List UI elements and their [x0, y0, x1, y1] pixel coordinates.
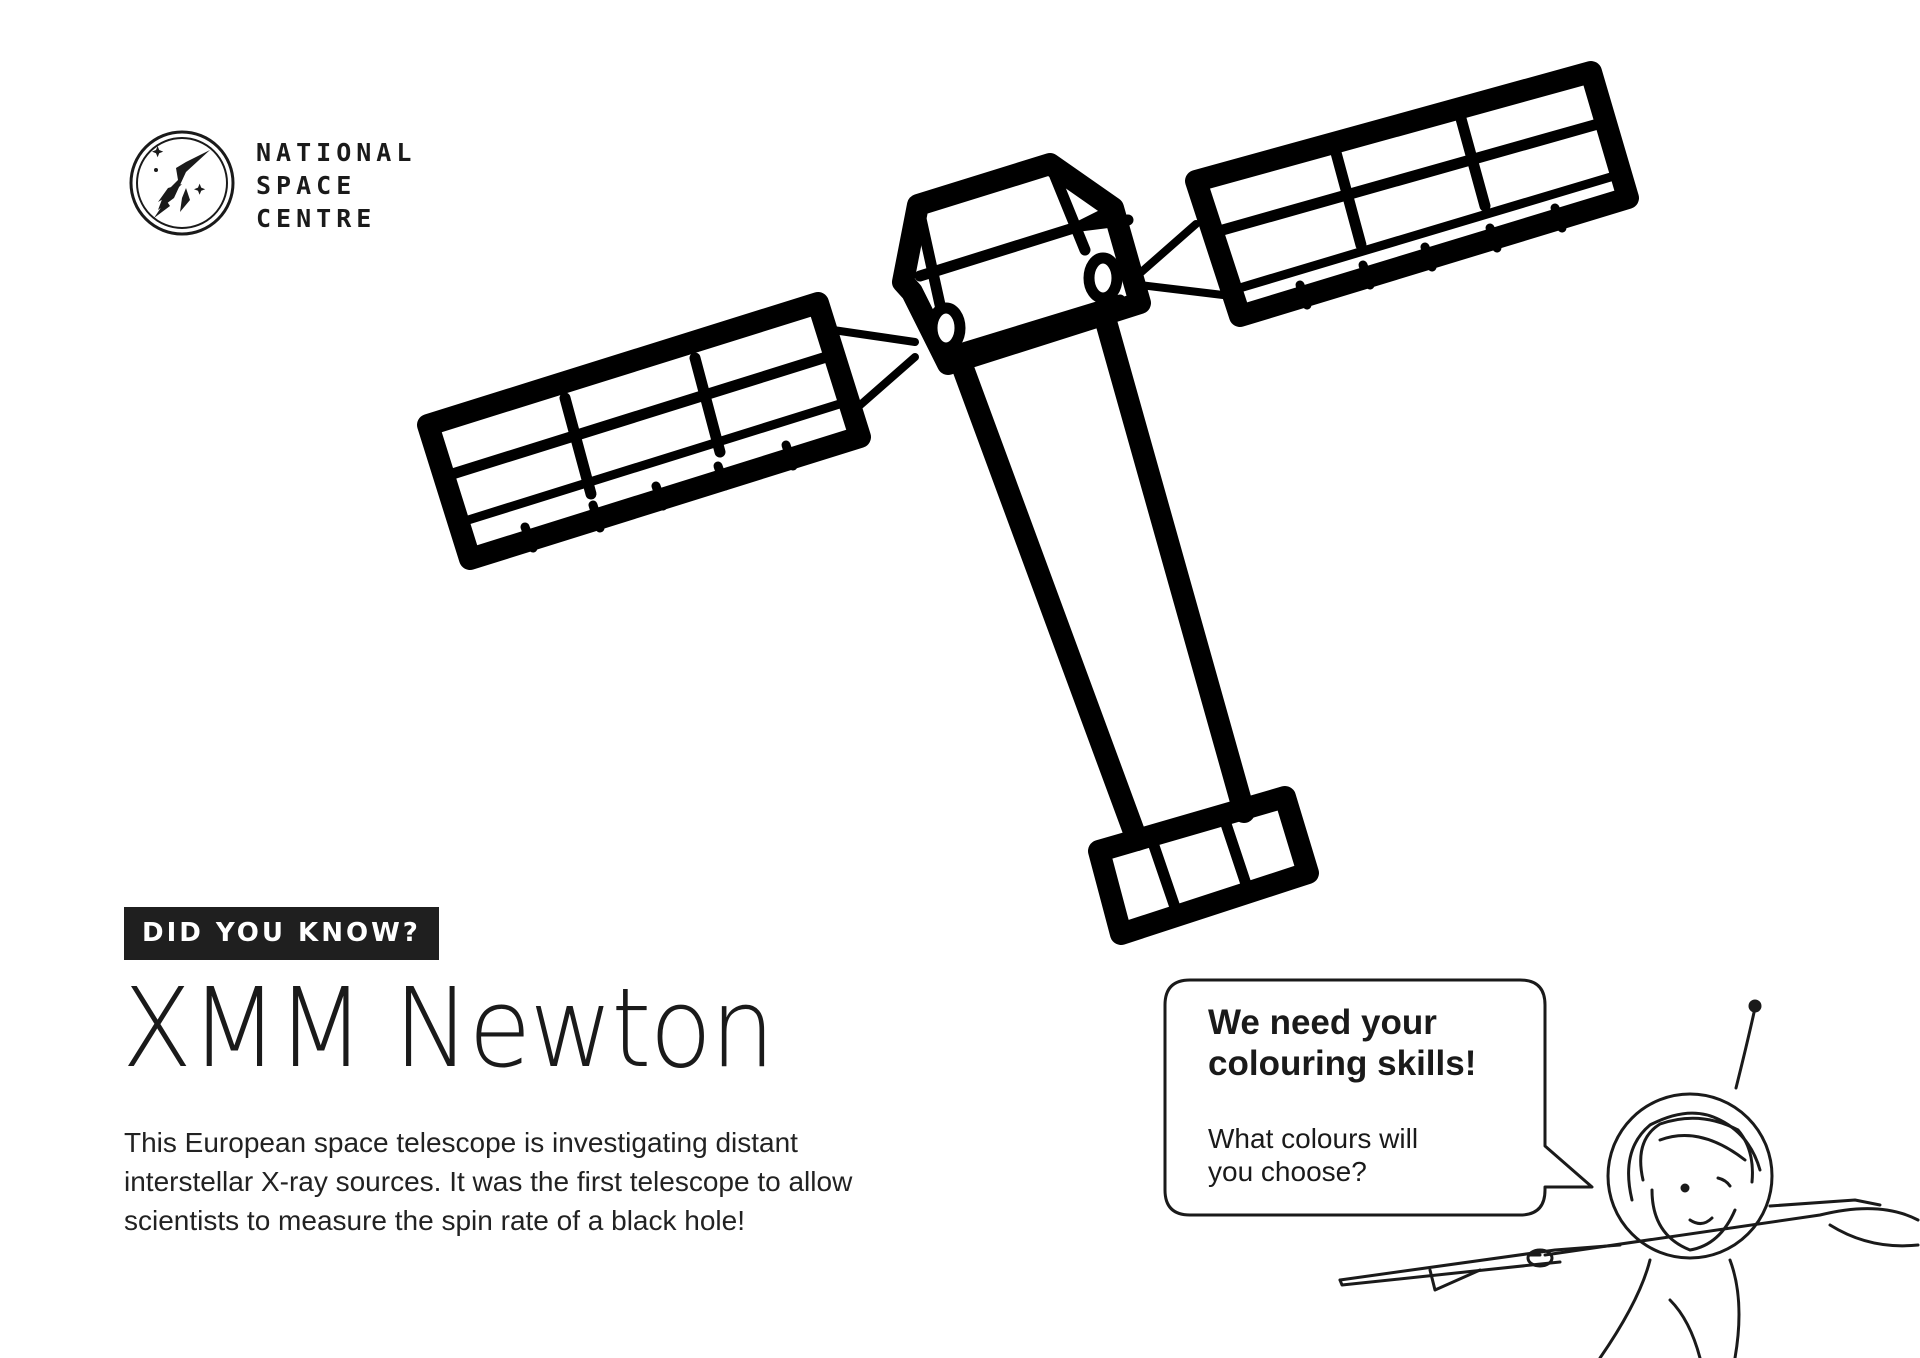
- bubble-subtext: What colours will you choose?: [1208, 1123, 1419, 1187]
- astronaut-illustration: [1338, 999, 1920, 1358]
- logo-line-1: NATIONAL: [256, 138, 417, 167]
- satellite-body: [892, 153, 1151, 375]
- right-solar-panel: [1185, 61, 1639, 327]
- logo-line-3: CENTRE: [256, 204, 377, 233]
- speech-bubble: [1163, 978, 1594, 1217]
- bubble-heading: We need your colouring skills!: [1208, 1003, 1477, 1083]
- logo-wordmark: NATIONAL SPACE CENTRE: [256, 136, 416, 235]
- telescope-base: [1088, 786, 1319, 945]
- logo-line-2: SPACE: [256, 171, 357, 200]
- page-title: XMM Newton: [122, 964, 775, 1092]
- rocket-logo-icon: [129, 130, 235, 236]
- did-you-know-badge: DID YOU KNOW?: [124, 907, 439, 960]
- satellite-illustration: [417, 61, 1639, 945]
- left-solar-panel: [417, 292, 871, 570]
- description-text: This European space telescope is investi…: [124, 1127, 853, 1236]
- telescope-tube: [949, 307, 1255, 851]
- national-space-centre-logo: NATIONAL SPACE CENTRE: [128, 128, 468, 248]
